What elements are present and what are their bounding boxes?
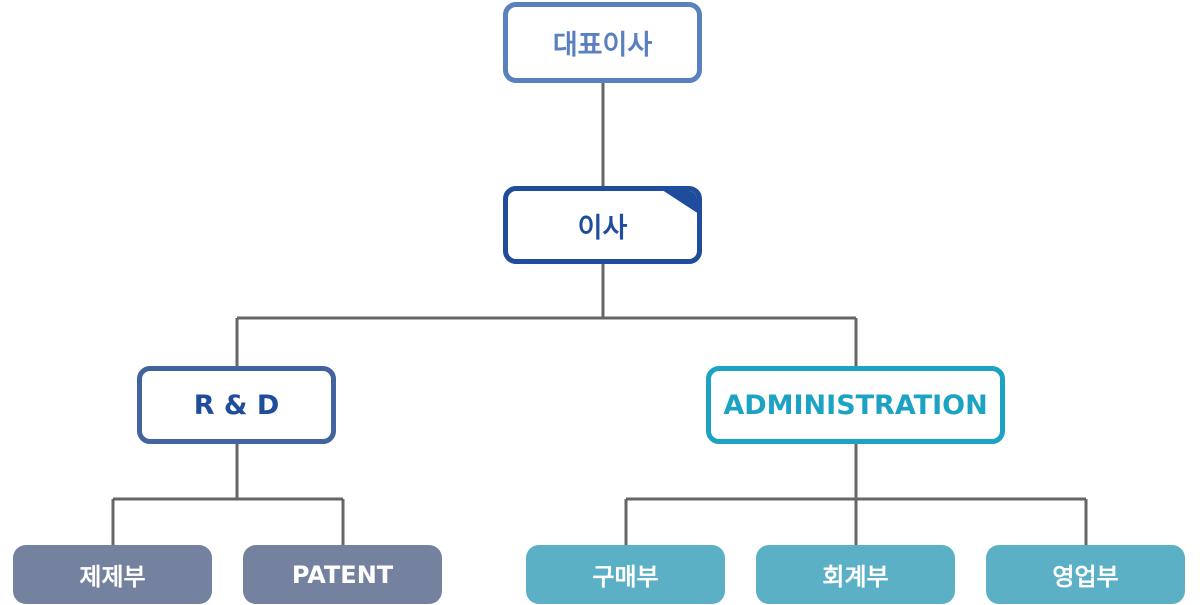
node-purchasing: 구매부: [526, 545, 725, 604]
director-corner-accent: [656, 191, 697, 216]
node-administration-label: ADMINISTRATION: [723, 389, 988, 421]
node-manufacturing-label: 제제부: [79, 563, 146, 591]
node-sales: 영업부: [986, 545, 1185, 604]
node-sales-label: 영업부: [1052, 563, 1119, 591]
node-patent: PATENT: [243, 545, 442, 604]
node-director-label: 이사: [577, 212, 628, 244]
node-patent-label: PATENT: [291, 560, 394, 589]
node-manufacturing: 제제부: [13, 545, 212, 604]
node-ceo-label: 대표이사: [552, 30, 653, 61]
node-ceo: 대표이사: [503, 2, 702, 83]
node-rnd-label: R & D: [193, 389, 280, 421]
node-accounting: 회계부: [756, 545, 955, 604]
node-accounting-label: 회계부: [822, 563, 889, 591]
node-purchasing-label: 구매부: [592, 563, 659, 591]
node-rnd: R & D: [137, 366, 336, 444]
node-administration: ADMINISTRATION: [706, 366, 1005, 444]
node-director: 이사: [503, 186, 702, 264]
